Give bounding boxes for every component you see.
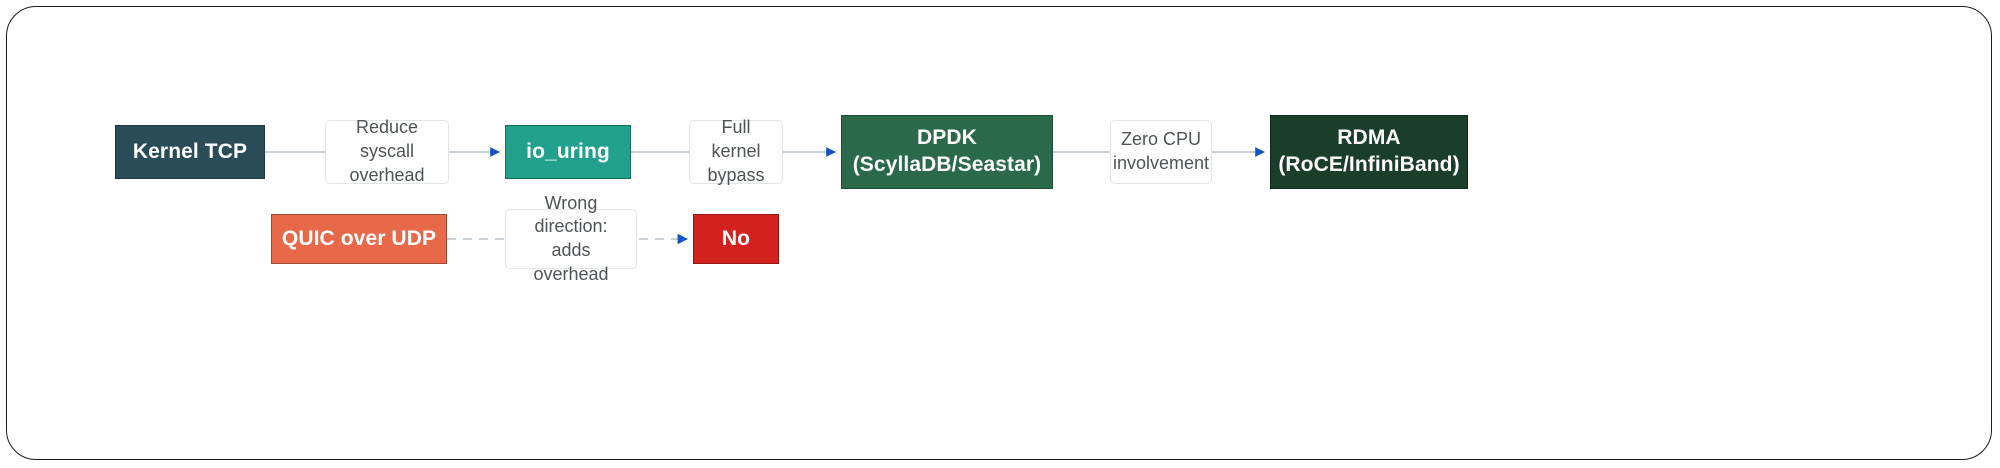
- diagram-card: Kernel TCP io_uring DPDK (ScyllaDB/Seast…: [6, 6, 1992, 460]
- edge-label-wrong-direction-adds-overhead: Wrong direction: adds overhead: [505, 193, 637, 284]
- edge-label-full-kernel-bypass: Full kernel bypass: [689, 117, 783, 185]
- node-quic-over-udp-label: QUIC over UDP: [281, 226, 437, 250]
- edge-label-text-4: Wrong direction: adds overhead: [533, 192, 609, 284]
- diagram-canvas: Kernel TCP io_uring DPDK (ScyllaDB/Seast…: [7, 7, 1991, 459]
- node-dpdk[interactable]: DPDK (ScyllaDB/Seastar): [841, 115, 1053, 189]
- edge-label-text-2: Full kernel bypass: [707, 117, 765, 185]
- node-rdma-label: RDMA (RoCE/InfiniBand): [1278, 126, 1460, 176]
- edge-label-text-1: Reduce syscall overhead: [349, 117, 425, 185]
- edge-label-zero-cpu-involvement: Zero CPU involvement: [1110, 120, 1212, 184]
- node-dpdk-label: DPDK (ScyllaDB/Seastar): [852, 126, 1042, 176]
- node-io-uring[interactable]: io_uring: [505, 125, 631, 179]
- node-rdma[interactable]: RDMA (RoCE/InfiniBand): [1270, 115, 1468, 189]
- node-no-label: No: [721, 226, 751, 250]
- node-no[interactable]: No: [693, 214, 779, 264]
- node-io-uring-label: io_uring: [526, 139, 610, 163]
- node-kernel-tcp-label: Kernel TCP: [132, 139, 248, 163]
- edge-label-reduce-syscall-overhead: Reduce syscall overhead: [325, 117, 449, 185]
- node-quic-over-udp[interactable]: QUIC over UDP: [271, 214, 447, 264]
- edge-label-text-3: Zero CPU involvement: [1112, 129, 1210, 173]
- node-kernel-tcp[interactable]: Kernel TCP: [115, 125, 265, 179]
